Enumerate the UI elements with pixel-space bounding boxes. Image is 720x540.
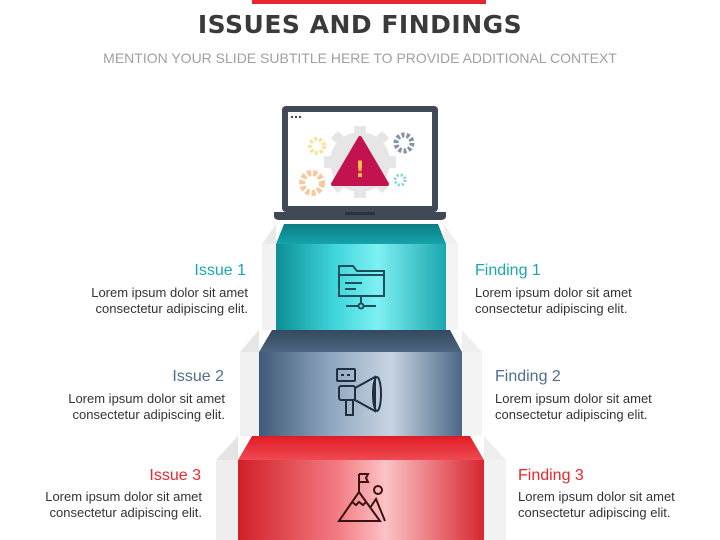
issue-1-text-line-1: Lorem ipsum dolor sit amet <box>91 285 248 300</box>
issue-3-label: Issue 3 <box>149 467 201 484</box>
step-3-red <box>238 436 484 540</box>
finding-1-label: Finding 1 <box>475 262 541 279</box>
finding-1-text: Lorem ipsum dolor sit amet consectetur a… <box>475 285 632 317</box>
folder-network-icon <box>338 265 385 310</box>
issue-1-label: Issue 1 <box>194 262 246 279</box>
megaphone-icon <box>336 368 382 416</box>
issue-1-text-line-2: consectetur adipiscing elit. <box>95 301 248 316</box>
finding-2-text-line-2: consectetur adipiscing elit. <box>495 407 648 422</box>
issue-1-text: Lorem ipsum dolor sit amet consectetur a… <box>91 285 248 317</box>
finding-2-label: Finding 2 <box>495 368 561 385</box>
issue-2-label: Issue 2 <box>172 368 224 385</box>
issue-2-text: Lorem ipsum dolor sit amet consectetur a… <box>68 391 225 423</box>
warning-gears-laptop-icon: ! <box>274 106 446 220</box>
finding-3-text: Lorem ipsum dolor sit amet consectetur a… <box>518 489 675 521</box>
finding-2-text-line-1: Lorem ipsum dolor sit amet <box>495 391 652 406</box>
issue-2-text-line-2: consectetur adipiscing elit. <box>72 407 225 422</box>
stair-side-walls <box>216 224 506 540</box>
warning-exclamation: ! <box>355 158 365 183</box>
slide-subtitle: MENTION YOUR SLIDE SUBTITLE HERE TO PROV… <box>103 50 617 66</box>
issue-3-text-line-2: consectetur adipiscing elit. <box>49 505 202 520</box>
finding-3-text-line-2: consectetur adipiscing elit. <box>518 505 671 520</box>
step-1-teal <box>276 224 446 330</box>
finding-2-text: Lorem ipsum dolor sit amet consectetur a… <box>495 391 652 423</box>
finding-1-text-line-1: Lorem ipsum dolor sit amet <box>475 285 632 300</box>
step-2-blue <box>259 330 462 436</box>
issue-2-text-line-1: Lorem ipsum dolor sit amet <box>68 391 225 406</box>
issue-3-text: Lorem ipsum dolor sit amet consectetur a… <box>45 489 202 521</box>
slide-title: ISSUES AND FINDINGS <box>197 10 523 39</box>
finding-3-text-line-1: Lorem ipsum dolor sit amet <box>518 489 675 504</box>
issue-3-text-line-1: Lorem ipsum dolor sit amet <box>45 489 202 504</box>
finding-3-label: Finding 3 <box>518 467 584 484</box>
top-accent-bar <box>252 0 486 4</box>
mountain-flag-icon <box>337 473 386 522</box>
finding-1-text-line-2: consectetur adipiscing elit. <box>475 301 628 316</box>
